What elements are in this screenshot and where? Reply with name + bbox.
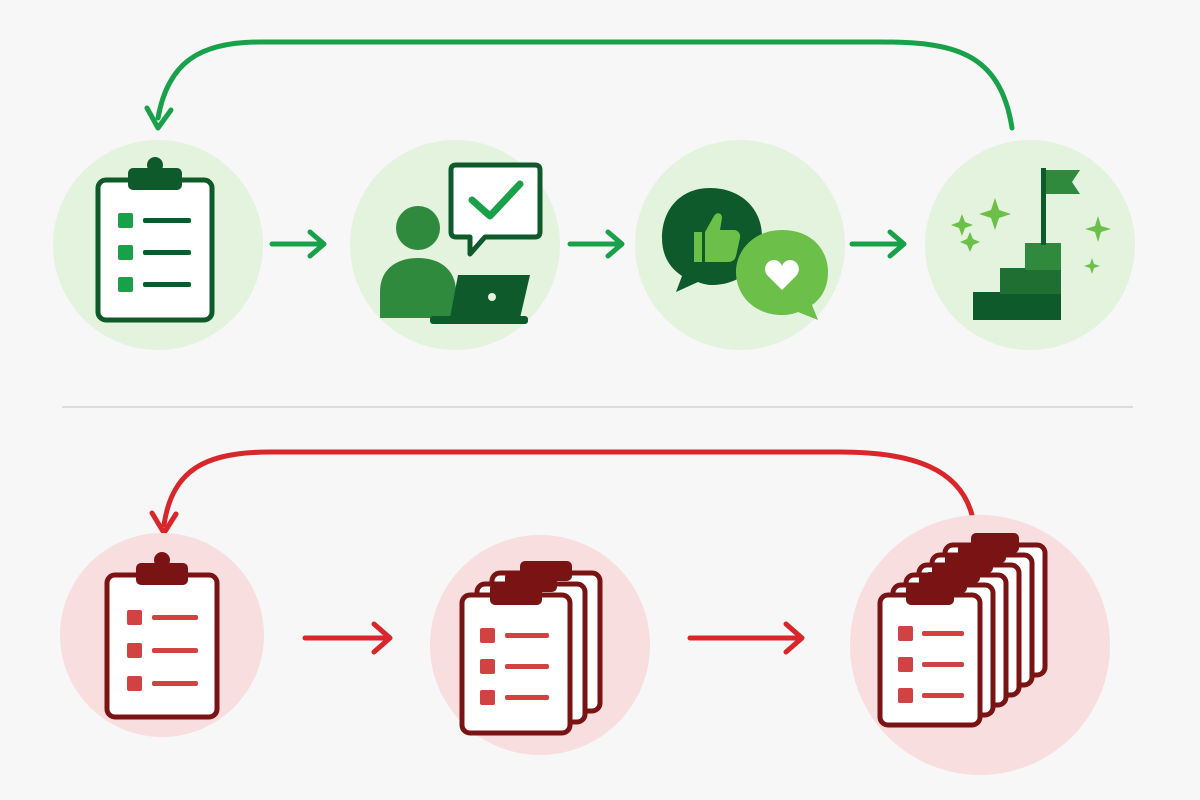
bottom-flow [60, 449, 1110, 775]
arrow-right-icon [302, 621, 393, 655]
bottom-loop-arrow [149, 449, 975, 536]
feedback-bubbles-icon [662, 188, 828, 320]
clipboard-checklist-icon [95, 157, 215, 323]
clipboard-pile-icon [877, 533, 1048, 728]
person-laptop-approval-icon [380, 162, 543, 324]
top-loop-arrow [144, 39, 1015, 131]
stairs-goal-flag-icon [951, 168, 1111, 320]
arrow-right-icon [567, 229, 625, 259]
top-flow [53, 39, 1135, 350]
arrow-right-icon [849, 229, 907, 259]
arrow-right-icon [687, 621, 805, 655]
clipboard-stack-icon [459, 561, 603, 736]
clipboard-checklist-icon [104, 552, 220, 720]
arrow-right-icon [269, 229, 327, 259]
